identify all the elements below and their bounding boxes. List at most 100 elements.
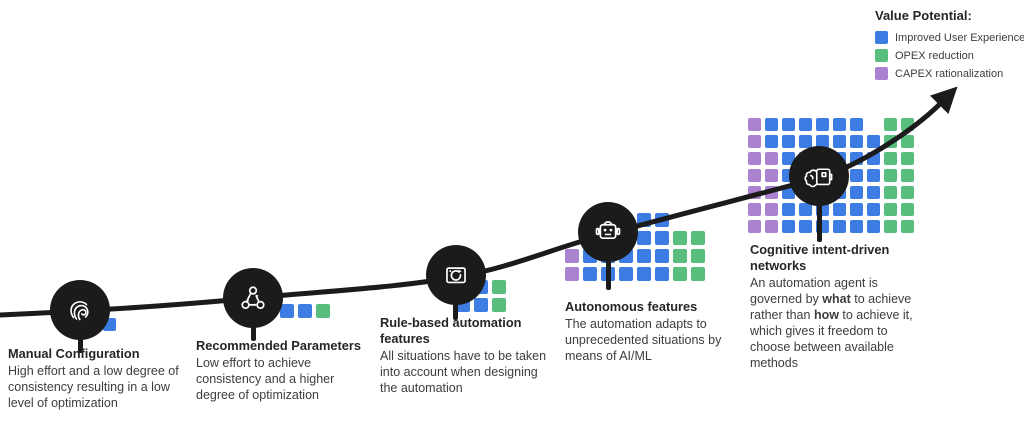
stage-title: Recommended Parameters [196, 338, 362, 353]
fingerprint-icon [64, 294, 96, 326]
value-square-blue [850, 186, 863, 199]
value-square-blue [816, 135, 829, 148]
value-square-blue [637, 267, 651, 281]
value-square-blue [799, 203, 812, 216]
value-square-blue [799, 220, 812, 233]
legend-item-purple: CAPEX rationalization [875, 67, 1024, 80]
value-square-blue [474, 298, 488, 312]
value-square-green [901, 220, 914, 233]
value-square-blue [655, 267, 669, 281]
legend-swatch-green [875, 49, 888, 62]
stage-description: An automation agent is governed by what … [750, 275, 930, 371]
value-square-green [884, 118, 897, 131]
stage-pointer-stem [606, 256, 611, 290]
value-square-blue [298, 304, 312, 318]
value-square-blue [782, 203, 795, 216]
value-square-green [691, 231, 705, 245]
value-square-blue [799, 135, 812, 148]
value-square-purple [748, 169, 761, 182]
stage-pointer-stem [78, 334, 83, 353]
value-square-purple [565, 267, 579, 281]
stage-description: High effort and a low degree of consiste… [8, 363, 184, 411]
value-square-green [316, 304, 330, 318]
value-square-purple [765, 220, 778, 233]
value-square-blue [867, 220, 880, 233]
stage-title: Cognitive intent-driven networks [750, 242, 890, 273]
value-square-blue [583, 267, 597, 281]
value-square-green [901, 152, 914, 165]
stage-node-cognitive [789, 146, 849, 206]
legend-swatch-purple [875, 67, 888, 80]
stage-text-block: Rule-based automation features All situa… [380, 315, 552, 396]
emphasized-text: what [822, 292, 851, 306]
value-square-blue [782, 135, 795, 148]
value-square-blue [655, 231, 669, 245]
stage-title: Manual Configuration [8, 346, 140, 361]
legend-label: CAPEX rationalization [895, 67, 1004, 80]
stage-title: Autonomous features [565, 299, 698, 314]
value-square-green [691, 267, 705, 281]
legend-swatch-blue [875, 31, 888, 44]
value-square-blue [850, 135, 863, 148]
legend-label: OPEX reduction [895, 49, 974, 62]
value-square-blue [637, 231, 651, 245]
value-square-green [884, 152, 897, 165]
value-square-blue [850, 220, 863, 233]
rule-automation-icon [439, 258, 473, 292]
stage-title: Rule-based automation features [380, 315, 522, 346]
value-square-purple [748, 220, 761, 233]
value-square-blue [782, 118, 795, 131]
legend-label: Improved User Experience [895, 31, 1024, 44]
value-square-green [492, 298, 506, 312]
value-square-purple [748, 135, 761, 148]
stage-description: The automation adapts to unprecedented s… [565, 316, 751, 364]
stage-node-manual [50, 280, 110, 340]
body-text: Low effort to achieve consistency and a … [196, 356, 335, 402]
stage-node-recommended [223, 268, 283, 328]
value-square-blue [850, 118, 863, 131]
value-square-green [673, 267, 687, 281]
value-square-blue [765, 135, 778, 148]
value-square-green [901, 135, 914, 148]
workflow-cycle-icon [236, 281, 270, 315]
legend-item-blue: Improved User Experience [875, 31, 1024, 44]
brain-chip-icon [801, 158, 837, 194]
value-square-blue [799, 118, 812, 131]
body-text: The automation adapts to unprecedented s… [565, 317, 722, 363]
value-square-green [884, 203, 897, 216]
value-square-purple [765, 203, 778, 216]
robot-icon [591, 215, 625, 249]
value-square-green [901, 203, 914, 216]
value-square-blue [867, 203, 880, 216]
stage-pointer-stem [453, 299, 458, 320]
stage-text-block: Recommended Parameters Low effort to ach… [196, 338, 372, 403]
value-square-green [673, 249, 687, 263]
stage-description: All situations have to be taken into acc… [380, 348, 552, 396]
legend-item-green: OPEX reduction [875, 49, 1024, 62]
value-square-blue [833, 203, 846, 216]
value-square-green [691, 249, 705, 263]
value-square-green [673, 231, 687, 245]
value-square-blue [867, 186, 880, 199]
value-square-purple [748, 203, 761, 216]
value-square-green [901, 169, 914, 182]
value-square-blue [833, 220, 846, 233]
stage-description: Low effort to achieve consistency and a … [196, 355, 372, 403]
value-square-blue [867, 169, 880, 182]
value-square-blue [867, 135, 880, 148]
value-square-green [901, 186, 914, 199]
value-square-blue [782, 220, 795, 233]
value-square-purple [765, 152, 778, 165]
stage-pointer-stem [817, 200, 822, 242]
value-square-purple [748, 118, 761, 131]
value-square-purple [565, 249, 579, 263]
stage-text-block: Manual Configuration High effort and a l… [8, 346, 184, 411]
legend-title: Value Potential: [875, 8, 972, 23]
value-square-blue [850, 203, 863, 216]
body-text: High effort and a low degree of consiste… [8, 364, 179, 410]
value-square-blue [816, 118, 829, 131]
value-square-green [884, 220, 897, 233]
stage-node-rule-based [426, 245, 486, 305]
value-square-blue [637, 249, 651, 263]
